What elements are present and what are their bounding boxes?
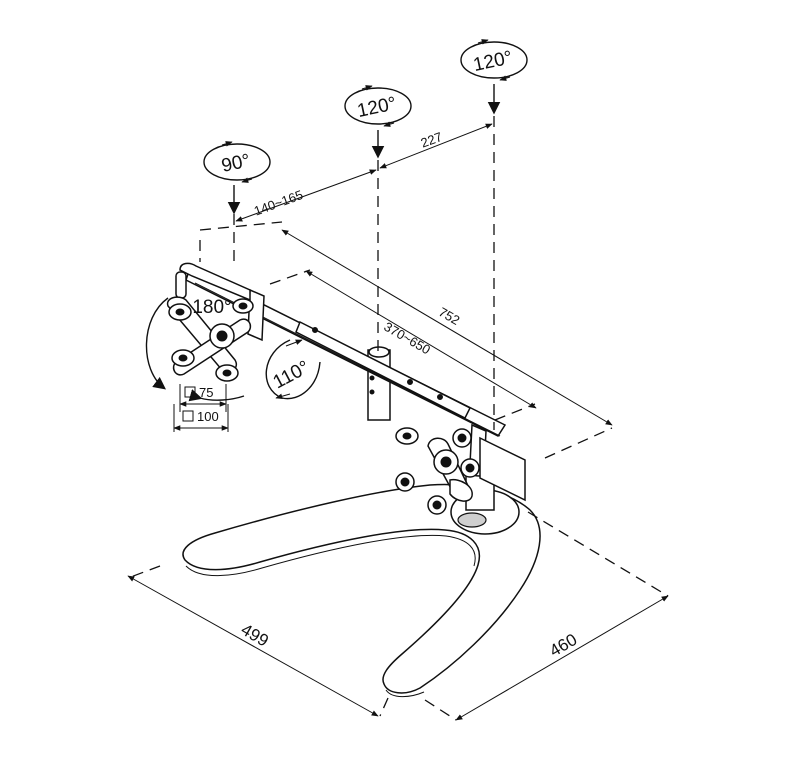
left-vesa-plate	[166, 262, 254, 382]
panel-rotation-label: 180°	[192, 297, 231, 318]
tilt-indicator: 110°	[265, 339, 321, 400]
center-head-rotation-indicator: 120°	[344, 85, 412, 159]
tilt-label: 110°	[270, 357, 313, 393]
right-vesa-plate	[395, 427, 526, 502]
arm-width-total-label: 752	[436, 304, 462, 328]
base-depth-label: 499	[238, 620, 272, 651]
panel-rotation-indicator: 180°	[145, 297, 245, 402]
u-shaped-base	[182, 483, 541, 698]
head-offset-right-label: 227	[419, 129, 445, 151]
head-offset-left-label: 140~165	[252, 187, 305, 219]
center-head-rotation-label: 120°	[355, 93, 398, 122]
right-head-rotation-indicator: 120°	[460, 39, 528, 115]
left-head-rotation-label: 90°	[220, 150, 252, 177]
right-head-rotation-label: 120°	[471, 47, 514, 76]
vesa-size-dimensions: 75 100	[173, 384, 229, 432]
vesa-small-label: 75	[199, 385, 213, 400]
base-width-label: 460	[546, 630, 580, 661]
vesa-large-label: 100	[197, 409, 219, 424]
